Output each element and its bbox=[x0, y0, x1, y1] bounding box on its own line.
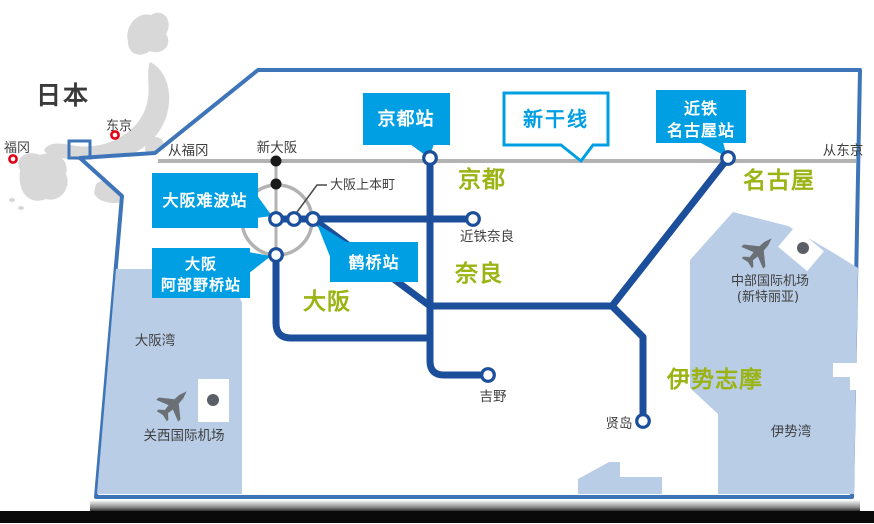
tokyo-marker bbox=[110, 130, 120, 140]
coast-notch bbox=[850, 377, 859, 390]
from-tokyo-label: 从东京 bbox=[823, 143, 864, 159]
kintetsu-nara-label: 近铁奈良 bbox=[460, 229, 514, 245]
callout-shinkansen-tail bbox=[560, 143, 595, 163]
callout-osaka-abenobashi-pointer bbox=[248, 252, 271, 274]
station-circle-kintetsu-nara bbox=[465, 211, 481, 227]
region-nara-label: 奈良 bbox=[454, 260, 503, 287]
osaka-bay-water bbox=[97, 269, 242, 494]
bottom-black-bar bbox=[0, 511, 874, 523]
callout-osaka-namba-label: 大阪难波站 bbox=[162, 191, 247, 210]
station-circle-abenobashi bbox=[268, 247, 284, 263]
coast-island bbox=[620, 477, 662, 494]
ise-bay-water bbox=[690, 212, 858, 494]
uehommachi-label: 大阪上本町 bbox=[330, 178, 395, 193]
inset-country-label: 日本 bbox=[36, 81, 90, 110]
kyushu-island bbox=[18, 153, 68, 201]
station-circle-uehommachi bbox=[286, 211, 302, 227]
callout-kintetsu-nagoya-label1: 近铁 bbox=[684, 99, 718, 118]
kashikojima-label: 贤岛 bbox=[606, 416, 633, 432]
minami-osaka-line bbox=[272, 251, 434, 342]
honshu-island bbox=[44, 62, 170, 162]
hokkaido-island bbox=[127, 12, 169, 55]
small-island bbox=[9, 198, 15, 202]
region-nagoya-label: 名古屋 bbox=[743, 167, 815, 194]
water-areas bbox=[97, 212, 858, 494]
inset-fukuoka-label: 福冈 bbox=[4, 141, 30, 156]
inset-zoom-highlight-box bbox=[67, 139, 92, 160]
inset-tokyo-label: 东京 bbox=[106, 119, 132, 134]
coast-notch bbox=[833, 363, 858, 377]
region-kyoto-label: 京都 bbox=[458, 166, 506, 193]
callout-kintetsu-nagoya bbox=[656, 90, 746, 143]
callout-shinkansen-label: 新干线 bbox=[523, 107, 589, 131]
osaka-bay-label: 大阪湾 bbox=[135, 332, 176, 349]
from-fukuoka-label: 从福冈 bbox=[168, 143, 209, 159]
region-osaka-label: 大阪 bbox=[303, 289, 351, 315]
region-ise-shima-label: 伊势志摩 bbox=[666, 366, 763, 393]
kansai-airport-dot bbox=[207, 394, 219, 406]
kansai-airport-label: 关西国际机场 bbox=[144, 428, 225, 444]
uehommachi-leader-line bbox=[296, 184, 327, 213]
yoshino-label: 吉野 bbox=[480, 389, 507, 405]
ise-bay-label: 伊势湾 bbox=[771, 423, 812, 440]
callout-kintetsu-nagoya-label2: 名古屋站 bbox=[667, 121, 735, 140]
shin-osaka-label: 新大阪 bbox=[257, 140, 298, 156]
station-dot-umeda bbox=[270, 178, 282, 190]
callout-tsuruhashi bbox=[330, 242, 418, 282]
kyoto-kashihara-yoshino-line bbox=[426, 154, 486, 379]
callout-osaka-abenobashi-label2: 阿部野桥站 bbox=[161, 276, 241, 294]
station-dot-shin-osaka bbox=[270, 155, 282, 167]
callout-kintetsu-nagoya-pointer bbox=[699, 142, 727, 157]
fukuoka-marker bbox=[8, 154, 18, 164]
station-markers bbox=[268, 150, 736, 429]
callout-kyoto-station-label: 京都站 bbox=[378, 108, 435, 130]
station-circle-kashikojima bbox=[635, 413, 651, 429]
station-circle-kintetsu-nagoya bbox=[720, 150, 736, 166]
chubu-airport-label1: 中部国际机场 bbox=[731, 274, 809, 289]
callout-osaka-namba bbox=[152, 173, 258, 228]
callout-tsuruhashi-label: 鹤桥站 bbox=[348, 253, 399, 272]
nagoya-line bbox=[608, 154, 732, 310]
small-island bbox=[18, 206, 24, 210]
callout-shinkansen-tail-mask bbox=[562, 141, 592, 146]
station-circle-kyoto bbox=[422, 150, 438, 166]
station-circle-tsuruhashi bbox=[305, 211, 321, 227]
callout-osaka-namba-pointer bbox=[256, 194, 272, 218]
callout-kyoto-station bbox=[363, 93, 450, 145]
callout-shinkansen bbox=[502, 91, 610, 147]
map-bottom-shadow bbox=[90, 500, 860, 513]
station-circle-osaka-namba bbox=[268, 211, 284, 227]
chubu-airport-dot bbox=[797, 242, 809, 254]
chubu-airport-label2: (新特丽亚) bbox=[737, 289, 799, 305]
callout-osaka-abenobashi-label1: 大阪 bbox=[185, 255, 217, 273]
callout-osaka-abenobashi bbox=[152, 248, 250, 298]
station-circle-yoshino bbox=[480, 367, 496, 383]
coast-island bbox=[578, 462, 620, 494]
